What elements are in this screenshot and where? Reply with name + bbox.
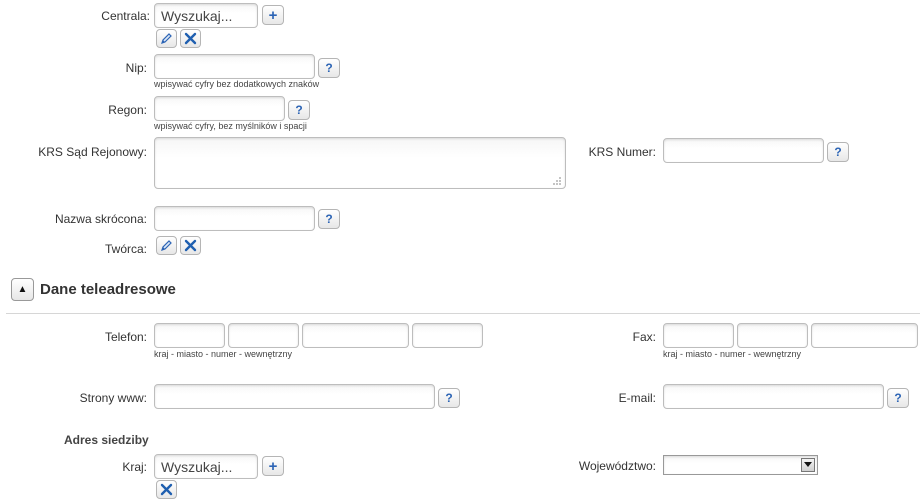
email-label: E-mail: <box>618 391 656 405</box>
question-icon: ? <box>834 145 842 159</box>
fax-kraj-input[interactable] <box>663 323 734 348</box>
nip-help-button[interactable]: ? <box>318 58 340 78</box>
nazwa-skrocona-input[interactable] <box>154 206 315 231</box>
tworca-clear-button[interactable] <box>180 236 201 255</box>
nazwa-skrocona-help-button[interactable]: ? <box>318 209 340 229</box>
telefon-hint: kraj - miasto - numer - wewnętrzny <box>154 349 293 359</box>
telefon-kraj-input[interactable] <box>154 323 225 348</box>
krs-sad-textarea[interactable] <box>154 137 566 189</box>
clear-x-icon <box>160 483 173 496</box>
centrala-clear-button[interactable] <box>180 29 201 48</box>
resize-grip-icon[interactable] <box>552 176 562 186</box>
plus-icon: + <box>268 6 278 24</box>
question-icon: ? <box>445 391 453 405</box>
fax-label: Fax: <box>632 330 656 344</box>
pencil-icon <box>161 240 172 251</box>
centrala-label: Centrala: <box>101 9 150 23</box>
address-heading: Adres siedziby <box>64 433 149 447</box>
question-icon: ? <box>295 103 303 117</box>
nip-label: Nip: <box>125 61 147 75</box>
kraj-add-button[interactable]: + <box>262 456 284 476</box>
krs-numer-label: KRS Numer: <box>588 145 656 159</box>
triangle-up-icon: ▲ <box>17 284 28 295</box>
www-help-button[interactable]: ? <box>438 388 460 408</box>
krs-numer-help-button[interactable]: ? <box>827 142 849 162</box>
section-title: Dane teleadresowe <box>40 281 176 298</box>
krs-numer-input[interactable] <box>663 138 824 163</box>
telefon-wewnetrzny-input[interactable] <box>412 323 483 348</box>
clear-x-icon <box>184 32 197 45</box>
regon-input[interactable] <box>154 96 285 121</box>
telefon-numer-input[interactable] <box>302 323 409 348</box>
question-icon: ? <box>325 61 333 75</box>
regon-label: Regon: <box>108 103 147 117</box>
wojewodztwo-label: Województwo: <box>578 459 656 473</box>
fax-numer-input[interactable] <box>811 323 918 348</box>
www-label: Strony www: <box>79 391 147 405</box>
fax-hint: kraj - miasto - numer - wewnętrzny <box>663 349 802 359</box>
kraj-search-input[interactable] <box>154 454 258 479</box>
kraj-clear-button[interactable] <box>156 480 177 499</box>
regon-help-button[interactable]: ? <box>288 100 310 120</box>
nazwa-skrocona-label: Nazwa skrócona: <box>54 212 147 226</box>
krs-sad-label: KRS Sąd Rejonowy: <box>38 145 147 159</box>
regon-hint: wpisywać cyfry, bez myślników i spacji <box>154 121 307 131</box>
email-input[interactable] <box>663 384 884 409</box>
centrala-search-input[interactable] <box>154 3 258 28</box>
clear-x-icon <box>184 239 197 252</box>
section-toggle-button[interactable]: ▲ <box>11 278 34 301</box>
tworca-edit-button[interactable] <box>156 236 177 255</box>
centrala-add-button[interactable]: + <box>262 5 284 25</box>
telefon-miasto-input[interactable] <box>228 323 299 348</box>
question-icon: ? <box>325 212 333 226</box>
email-help-button[interactable]: ? <box>887 388 909 408</box>
nip-input[interactable] <box>154 54 315 79</box>
centrala-edit-button[interactable] <box>156 29 177 48</box>
telefon-label: Telefon: <box>104 330 147 344</box>
question-icon: ? <box>894 391 902 405</box>
wojewodztwo-select[interactable] <box>663 455 818 475</box>
kraj-label: Kraj: <box>122 460 147 474</box>
plus-icon: + <box>268 457 278 475</box>
section-divider <box>6 313 920 314</box>
tworca-label: Twórca: <box>104 242 147 256</box>
pencil-icon <box>161 33 172 44</box>
nip-hint: wpisywać cyfry bez dodatkowych znaków <box>154 79 320 89</box>
fax-miasto-input[interactable] <box>737 323 808 348</box>
www-input[interactable] <box>154 384 435 409</box>
